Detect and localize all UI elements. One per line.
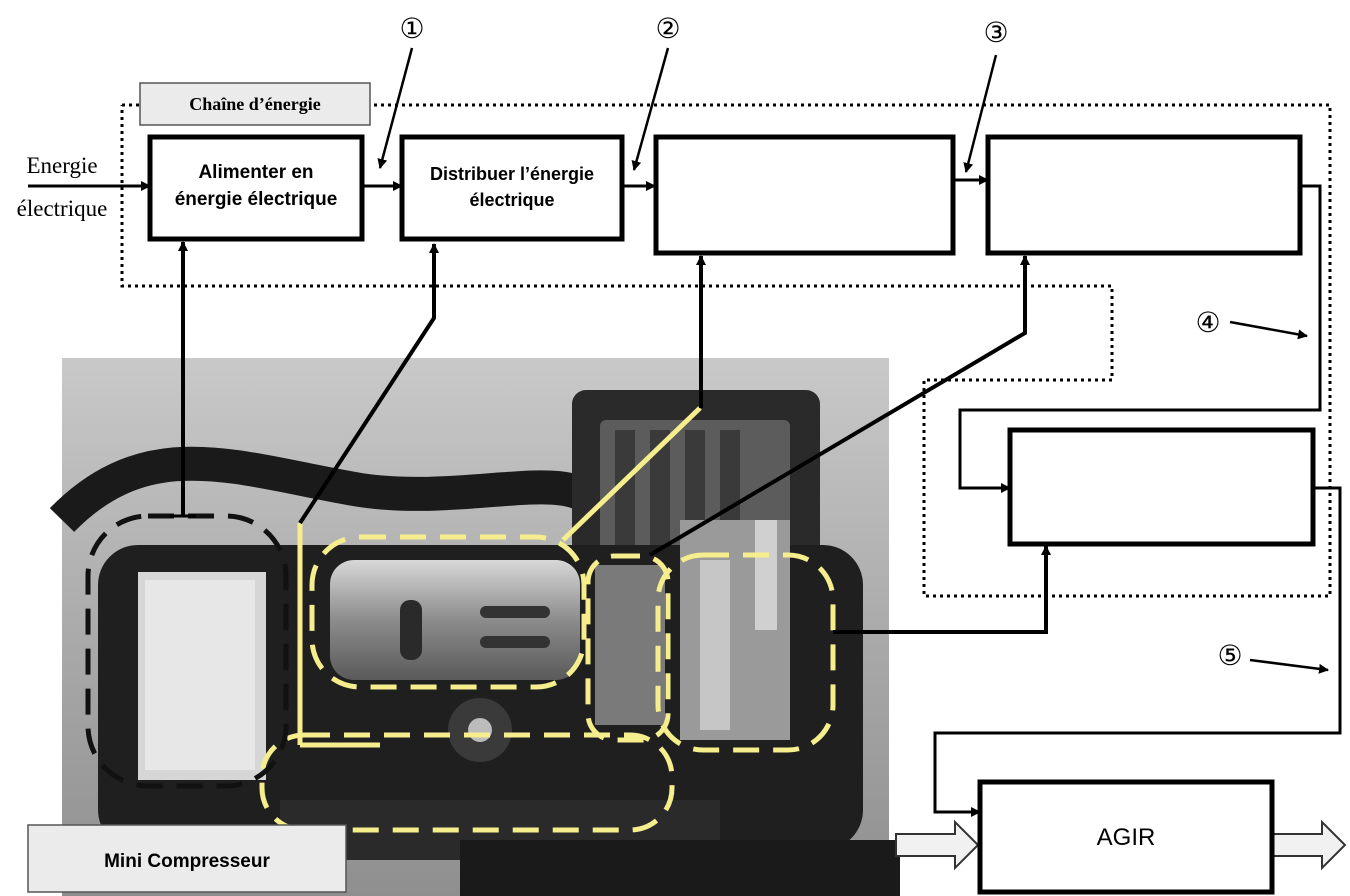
- compressor-photo: [62, 358, 900, 896]
- marker-2: ②: [655, 14, 680, 45]
- distribuer-line2: électrique: [469, 190, 554, 210]
- marker-1: ①: [399, 14, 424, 45]
- block-convertir: [656, 137, 953, 253]
- distribuer-line1: Distribuer l’énergie: [430, 164, 594, 184]
- alimenter-line1: Alimenter en: [198, 162, 313, 183]
- energy-input-line2: électrique: [17, 196, 108, 221]
- alimenter-line2: énergie électrique: [175, 189, 338, 210]
- marker-4: ④: [1195, 308, 1220, 339]
- agir-label: AGIR: [1097, 824, 1156, 851]
- block-distribuer: [402, 137, 622, 239]
- chain-label: Chaîne d’énergie: [189, 94, 320, 114]
- block-alimenter: [150, 137, 362, 239]
- marker-5: ⑤: [1217, 641, 1242, 672]
- energy-input-line1: Energie: [26, 153, 97, 178]
- block-stocker: [1010, 430, 1313, 544]
- marker-3: ③: [983, 18, 1008, 49]
- agir-input-arrow: [896, 822, 978, 868]
- photo-caption: Mini Compresseur: [104, 851, 270, 872]
- agir-output-arrow: [1273, 822, 1345, 868]
- block-transmettre: [988, 137, 1300, 253]
